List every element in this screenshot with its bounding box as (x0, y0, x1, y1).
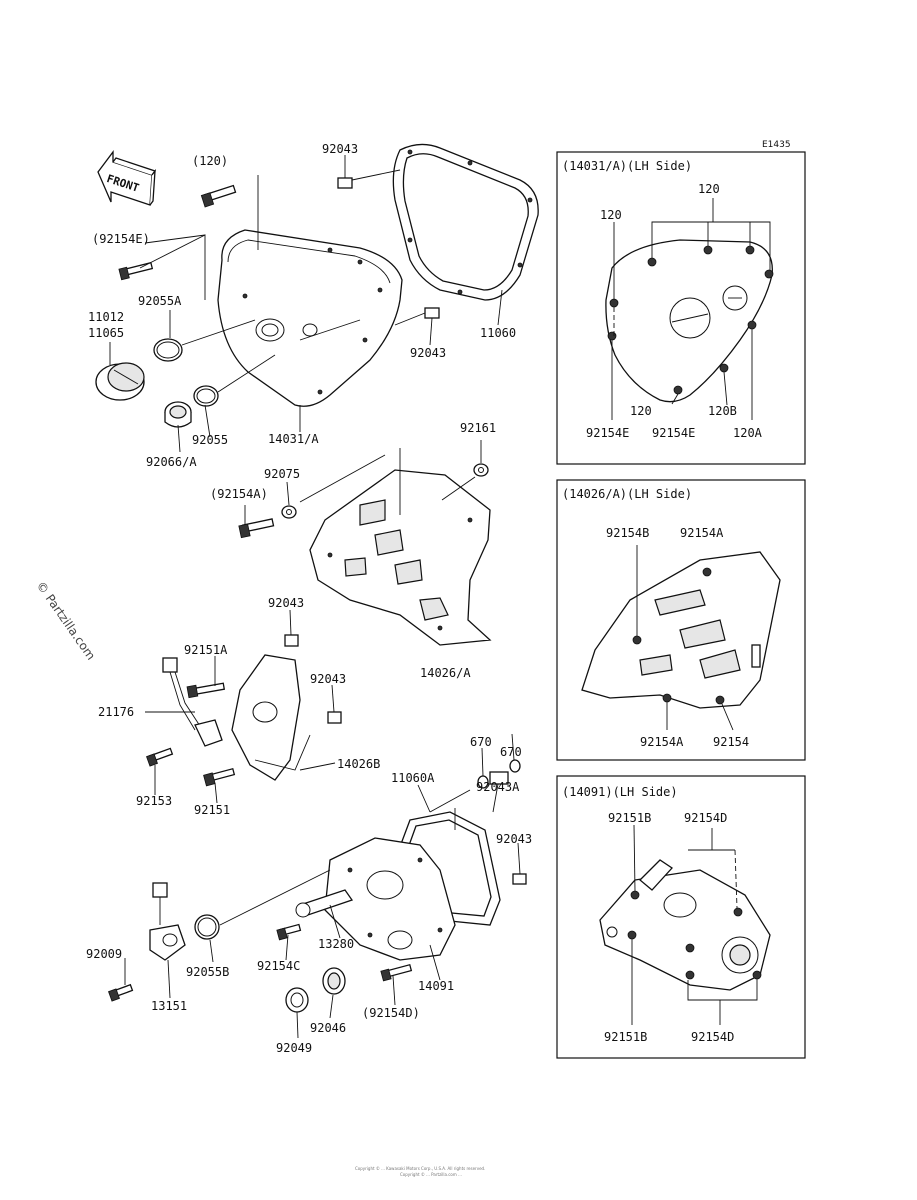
inset-label: 92154 (713, 735, 749, 749)
inset-label: 92151B (608, 811, 651, 825)
callout-label: 13280 (318, 937, 354, 951)
bolt-92153 (146, 747, 174, 767)
inset-label: 92151B (604, 1030, 647, 1044)
footer-copyright: Copyright © ... Kawasaki Motors Corp., U… (355, 1166, 485, 1171)
bolt-92009 (108, 983, 134, 1002)
callout-label: 11012 (88, 310, 124, 324)
callout-label: 92043 (268, 596, 304, 610)
callout-label: 92055 (192, 433, 228, 447)
diagram-code: E1435 (762, 140, 791, 150)
callout-label: 92055B (186, 965, 229, 979)
partzilla-watermark: © Partzilla.com (34, 579, 99, 663)
bolt-92151 (203, 767, 236, 787)
dowel-pin-92043 (327, 711, 342, 724)
inset-title: (14031/A)(LH Side) (562, 159, 692, 173)
inset-label: 92154E (586, 426, 629, 440)
inset-label: 120 (600, 208, 622, 222)
gasket-11060 (392, 143, 539, 301)
inset-panel-14026a: (14026/A)(LH Side) 92154B 92154A 92154A … (556, 479, 806, 761)
callout-label: (120) (192, 154, 228, 168)
bolt-120 (200, 184, 237, 208)
callout-label: 92151 (194, 803, 230, 817)
outer-cover-14031a (217, 229, 403, 407)
callout-label: 14031/A (268, 432, 319, 446)
callout-label: (92154E) (92, 232, 150, 246)
inset-label: 92154E (652, 426, 695, 440)
callout-label: 92075 (264, 467, 300, 481)
washer-670 (509, 759, 521, 773)
cap-11012 (95, 362, 145, 401)
front-arrow-icon: FRONT (97, 150, 157, 206)
callout-label: 92046 (310, 1021, 346, 1035)
inset-label: 92154A (680, 526, 724, 540)
bracket-group-14026b (146, 634, 342, 787)
callout-label: 92151A (184, 643, 228, 657)
inset-label: 120B (708, 404, 737, 418)
callout-label: 92049 (276, 1041, 312, 1055)
callout-label: 92043 (410, 346, 446, 360)
lower-cover-group (108, 759, 527, 1013)
callout-label: 14026/A (420, 666, 471, 680)
clutch-cover-14091 (324, 837, 456, 961)
inset-title: (14091)(LH Side) (562, 785, 678, 799)
callout-label: 92161 (460, 421, 496, 435)
callout-label: 670 (470, 735, 492, 749)
bolt-92154a (238, 518, 275, 539)
inset-label: 92154D (691, 1030, 734, 1044)
inset-frame (556, 775, 806, 1059)
callout-label: 92055A (138, 294, 182, 308)
inset-label: 92154D (684, 811, 727, 825)
dowel-pin-92043 (284, 634, 299, 647)
callout-label: 92043 (310, 672, 346, 686)
inset-label: 92154A (640, 735, 684, 749)
inset-label: 92154B (606, 526, 649, 540)
dowel-pin-92043 (512, 873, 527, 885)
callout-label: 92043A (476, 780, 520, 794)
callout-label: 670 (500, 745, 522, 759)
inset-label: 120 (630, 404, 652, 418)
callout-labels: (120) 92043 (92154E) 92055A 11012 11065 … (86, 142, 532, 1055)
bolt-92154d (380, 963, 413, 982)
callout-label: 92154C (257, 959, 300, 973)
bolt-92151a (186, 682, 226, 699)
callout-label: 92043 (496, 832, 532, 846)
bolt-92154c (276, 923, 302, 941)
callout-label: (92154D) (362, 1006, 420, 1020)
callout-label: 13151 (151, 999, 187, 1013)
plug-92066a (164, 401, 192, 428)
inset-frame (556, 479, 806, 761)
sprocket-cover-14026a (309, 469, 492, 646)
callout-label: 11065 (88, 326, 124, 340)
callout-label: 11060A (391, 771, 435, 785)
sprocket-cover-group (238, 448, 492, 646)
callout-label: 21176 (98, 705, 134, 719)
inset-panel-14031a: (14031/A)(LH Side) 120 120 120 120B 120A… (556, 151, 806, 465)
callout-label: 11060 (480, 326, 516, 340)
callout-label: 14026B (337, 757, 380, 771)
callout-label: 92066/A (146, 455, 197, 469)
inset-frame (556, 151, 806, 465)
inset-panel-14091: (14091)(LH Side) 92151B 92154D 92151B 92… (556, 775, 806, 1059)
callout-label: 92009 (86, 947, 122, 961)
dowel-pin-92043 (337, 177, 353, 189)
leader-lines (109, 155, 521, 1039)
inset-title: (14026/A)(LH Side) (562, 487, 692, 501)
callout-label: (92154A) (210, 487, 268, 501)
pin-92043a (489, 771, 509, 785)
dowel-pin-92043 (424, 307, 440, 319)
inset-label: 120 (698, 182, 720, 196)
footer-copyright: Copyright © ... Partzilla.com ... (400, 1172, 462, 1177)
inset-label: 120A (733, 426, 763, 440)
callout-label: 92153 (136, 794, 172, 808)
sensor-harness-21176 (162, 657, 223, 747)
callout-label: 14091 (418, 979, 454, 993)
switch-13151 (149, 882, 186, 961)
bolt-92154e (118, 261, 154, 281)
callout-label: 92043 (322, 142, 358, 156)
upper-cover-group (95, 143, 539, 428)
